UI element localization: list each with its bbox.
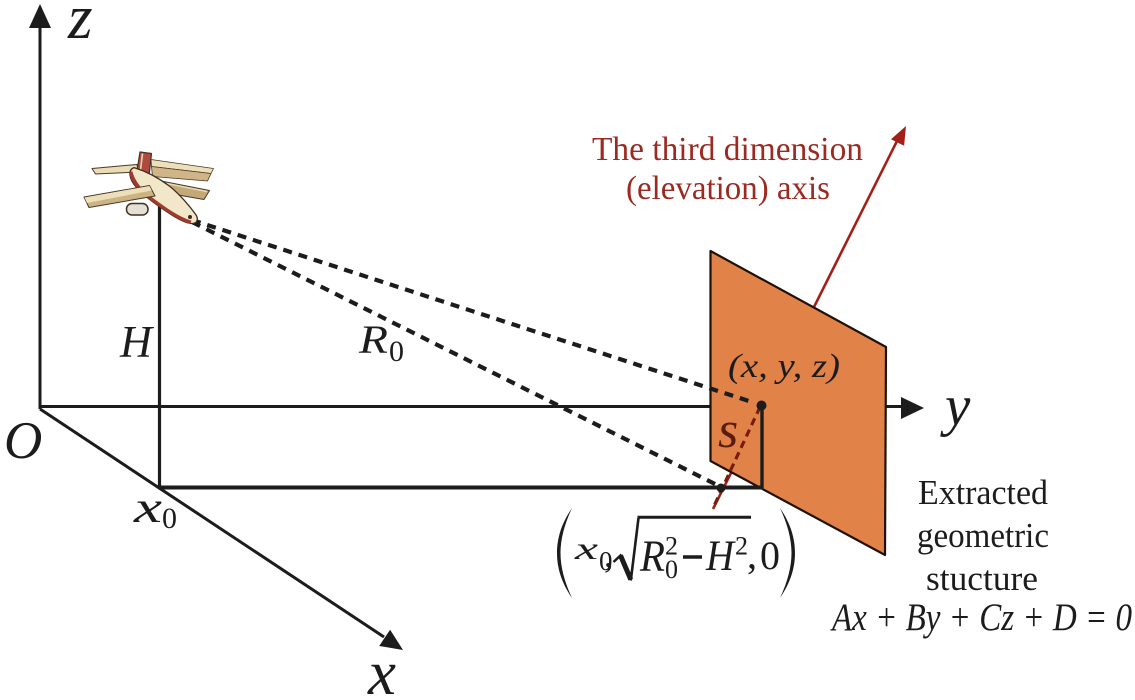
svg-text:R: R (358, 317, 388, 362)
svg-text:s: s (718, 402, 738, 459)
svg-text:0: 0 (389, 335, 404, 368)
svg-text:(elevation) axis: (elevation) axis (626, 170, 830, 207)
svg-text:0: 0 (760, 533, 780, 578)
svg-text:x: x (367, 638, 396, 700)
svg-text:0: 0 (162, 502, 177, 535)
svg-text:x: x (573, 530, 598, 566)
svg-text:H: H (119, 317, 154, 367)
svg-text:0: 0 (665, 555, 678, 584)
svg-text:(x, y, z): (x, y, z) (728, 348, 840, 385)
svg-text:Ax + By + Cz + D = 0: Ax + By + Cz + D = 0 (829, 596, 1132, 639)
svg-text:R: R (639, 532, 665, 581)
svg-text:geometric: geometric (917, 516, 1049, 555)
svg-text:The third dimension: The third dimension (592, 131, 863, 168)
svg-text:O: O (4, 412, 42, 470)
svg-text:,: , (747, 532, 757, 577)
svg-text:,: , (604, 534, 614, 576)
svg-text:2: 2 (665, 532, 678, 561)
svg-text:0: 0 (599, 546, 613, 576)
svg-text:x: x (133, 483, 163, 532)
svg-text:H: H (705, 533, 736, 580)
svg-text:2: 2 (735, 532, 748, 561)
svg-text:Extracted: Extracted (918, 473, 1048, 512)
svg-text:stucture: stucture (926, 559, 1038, 598)
svg-text:y: y (940, 375, 971, 438)
svg-text:z: z (67, 0, 93, 52)
